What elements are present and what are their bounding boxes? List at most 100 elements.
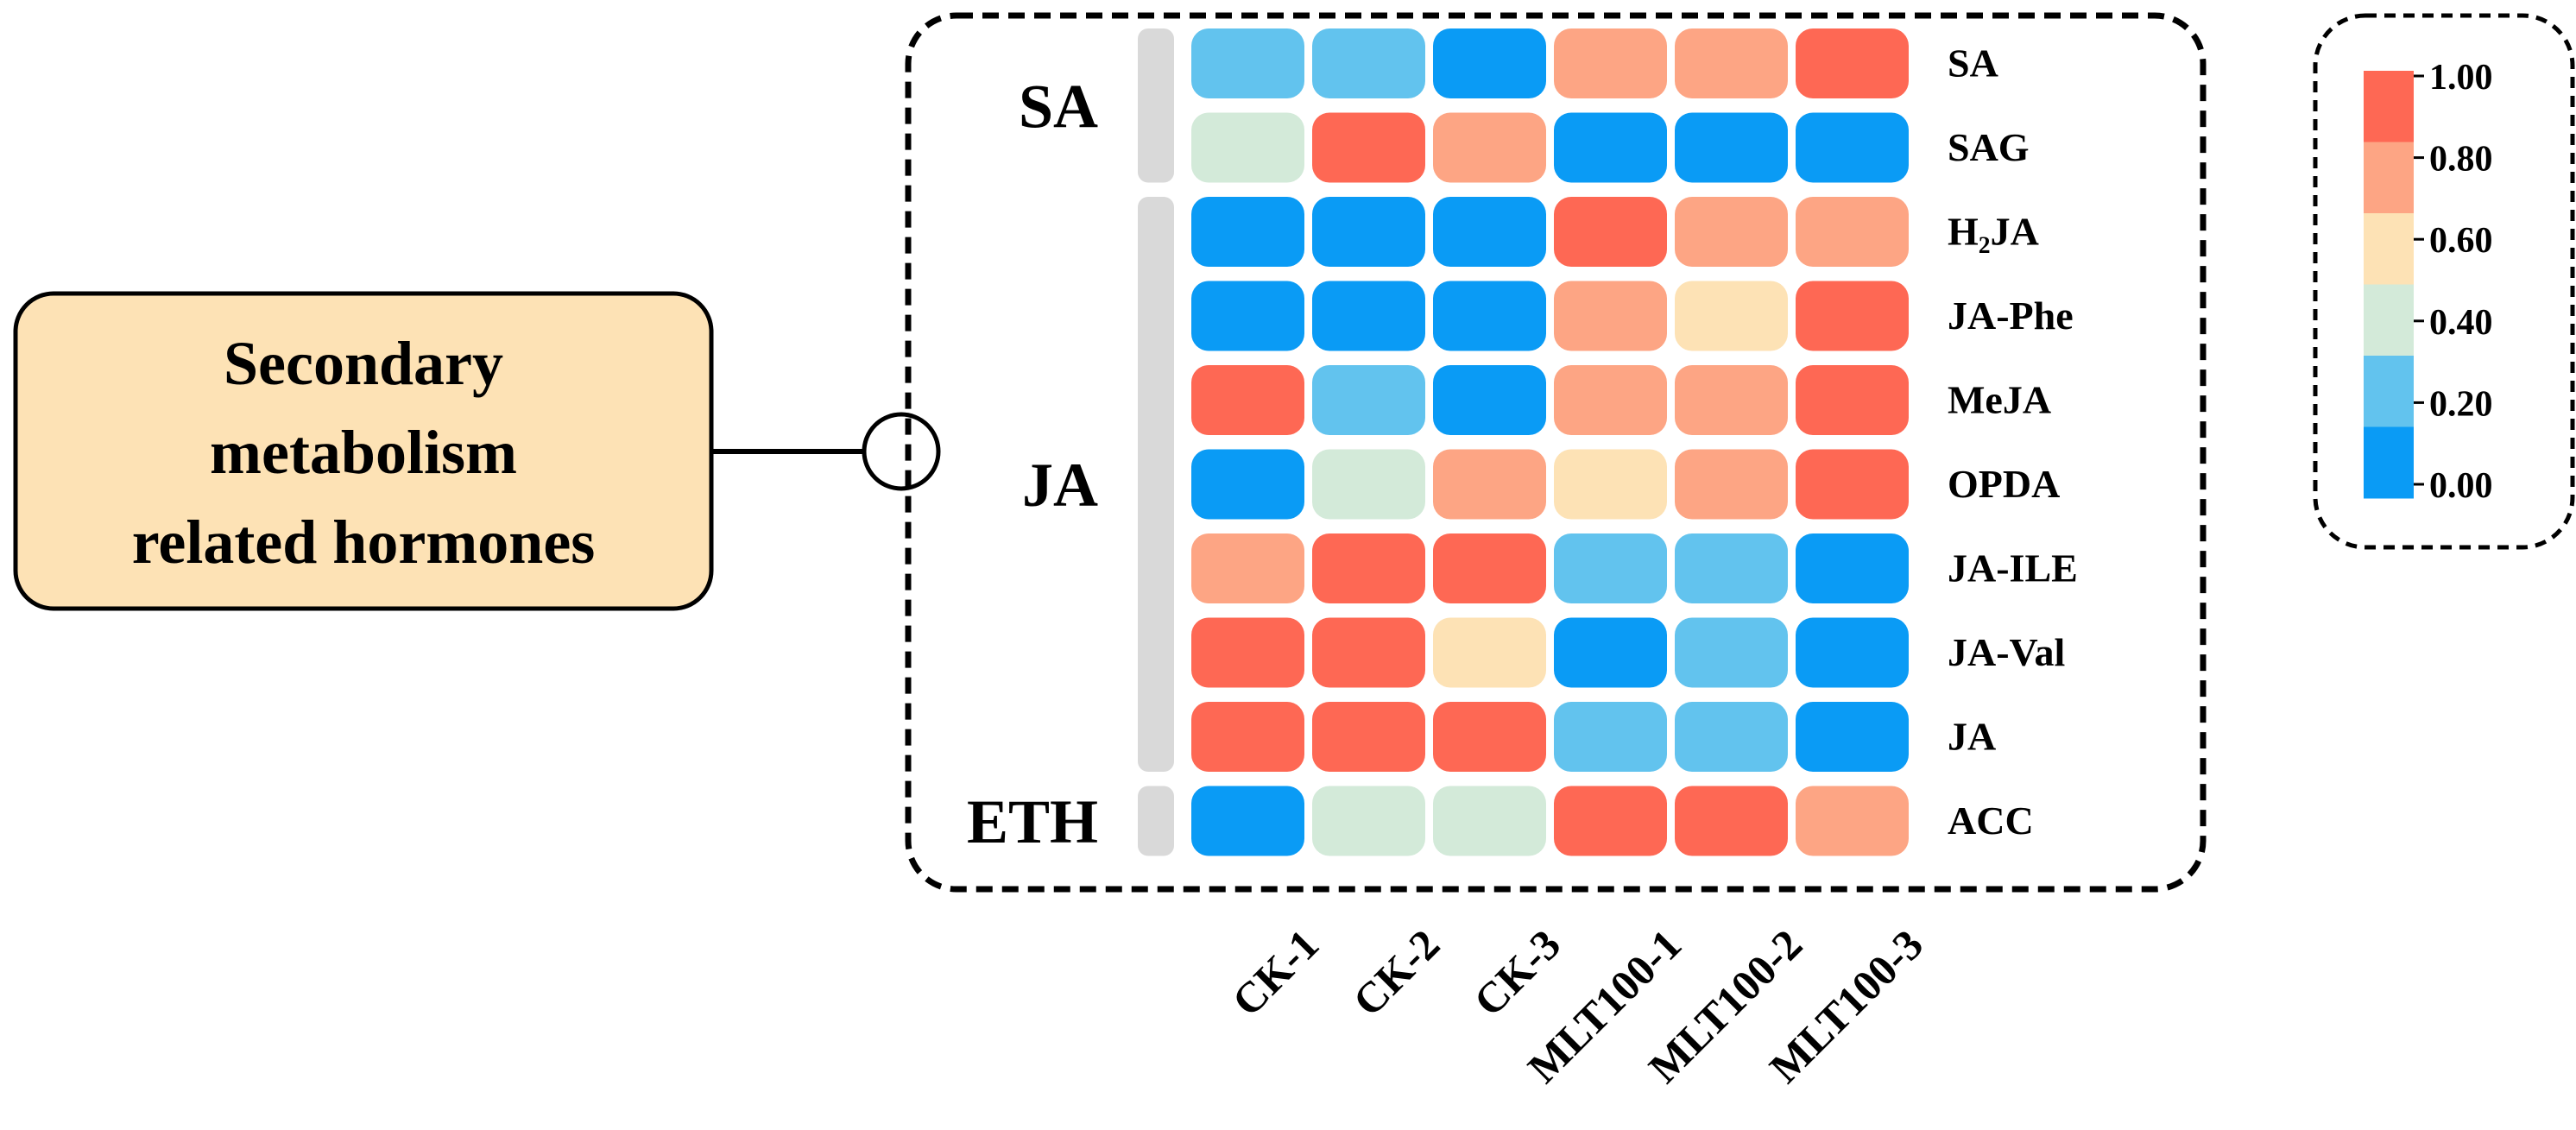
heatmap-cell-0-0: [1191, 28, 1304, 98]
heatmap-cell-7-0: [1191, 617, 1304, 688]
heatmap-cell-3-0: [1191, 281, 1304, 351]
column-label-2: CK-3: [1464, 920, 1569, 1026]
heatmap-cell-7-2: [1433, 617, 1546, 688]
group-labels: SA JA ETH: [967, 72, 1098, 856]
heatmap-cell-5-4: [1675, 449, 1788, 520]
heatmap-cell-6-4: [1675, 533, 1788, 603]
heatmap-cell-7-3: [1554, 617, 1667, 688]
legend-tick-label-3: 0.40: [2429, 303, 2493, 343]
heatmap-frame: [905, 12, 2207, 893]
heatmap-cell-4-1: [1312, 365, 1425, 435]
row-label-8: JA: [1948, 715, 1996, 759]
row-label-2: H₂JA: [1948, 210, 2039, 254]
heatmap-cells: [1191, 28, 1909, 856]
group-bar-ja: [1138, 197, 1174, 772]
row-label-7: JA-Val: [1948, 630, 2065, 674]
heatmap-cell-7-5: [1796, 617, 1909, 688]
legend-tick-label-0: 1.00: [2429, 58, 2493, 98]
heatmap-cell-5-3: [1554, 449, 1667, 520]
legend-swatch-1: [2364, 142, 2414, 214]
heatmap-cell-6-5: [1796, 533, 1909, 603]
heatmap-cell-1-4: [1675, 112, 1788, 183]
group-bar-sa: [1138, 28, 1174, 183]
color-legend: 1.00 0.80 0.60 0.40 0.20 0.00: [2364, 58, 2493, 506]
heatmap-cell-1-2: [1433, 112, 1546, 183]
heatmap-cell-9-3: [1554, 786, 1667, 856]
heatmap-cell-2-5: [1796, 197, 1909, 267]
heatmap-cell-1-3: [1554, 112, 1667, 183]
heatmap-cell-9-1: [1312, 786, 1425, 856]
group-label-ja: JA: [1022, 451, 1098, 520]
title-box-rect: [13, 291, 714, 611]
group-bars: [1138, 28, 1174, 856]
heatmap-cell-2-0: [1191, 197, 1304, 267]
heatmap-cell-8-3: [1554, 702, 1667, 772]
heatmap-cell-3-3: [1554, 281, 1667, 351]
heatmap-cell-2-3: [1554, 197, 1667, 267]
heatmap-cell-8-0: [1191, 702, 1304, 772]
heatmap-cell-9-4: [1675, 786, 1788, 856]
group-bar-eth: [1138, 786, 1174, 856]
heatmap-cell-0-2: [1433, 28, 1546, 98]
legend-frame: [2313, 13, 2575, 550]
row-label-6: JA-ILE: [1948, 546, 2078, 590]
row-label-5: OPDA: [1948, 462, 2060, 506]
title-line-3: related hormones: [132, 508, 596, 577]
row-label-3: JA-Phe: [1948, 294, 2074, 338]
heatmap-cell-7-4: [1675, 617, 1788, 688]
column-label-0: CK-1: [1222, 920, 1328, 1026]
heatmap-cell-9-2: [1433, 786, 1546, 856]
legend-tick-label-2: 0.60: [2429, 221, 2493, 261]
connector-circle: [862, 412, 941, 491]
row-label-4: MeJA: [1948, 378, 2051, 422]
title-line-2: metabolism: [210, 418, 517, 487]
heatmap-cell-6-2: [1433, 533, 1546, 603]
heatmap-cell-0-4: [1675, 28, 1788, 98]
legend-swatch-5: [2364, 426, 2414, 499]
heatmap-cell-0-1: [1312, 28, 1425, 98]
group-label-sa: SA: [1019, 72, 1098, 141]
heatmap-cell-8-2: [1433, 702, 1546, 772]
heatmap-cell-2-1: [1312, 197, 1425, 267]
heatmap-cell-7-1: [1312, 617, 1425, 688]
group-label-eth: ETH: [967, 787, 1098, 856]
row-label-9: ACC: [1948, 799, 2034, 843]
heatmap-cell-8-1: [1312, 702, 1425, 772]
title-box: Secondary metabolism related hormones: [13, 291, 714, 611]
heatmap-cell-2-4: [1675, 197, 1788, 267]
legend-tick-label-5: 0.00: [2429, 466, 2493, 506]
heatmap-cell-2-2: [1433, 197, 1546, 267]
row-label-1: SAG: [1948, 125, 2030, 169]
heatmap-cell-9-0: [1191, 786, 1304, 856]
heatmap-cell-4-0: [1191, 365, 1304, 435]
heatmap-cell-8-4: [1675, 702, 1788, 772]
heatmap-cell-1-5: [1796, 112, 1909, 183]
heatmap-cell-9-5: [1796, 786, 1909, 856]
heatmap-cell-3-4: [1675, 281, 1788, 351]
heatmap-cell-8-5: [1796, 702, 1909, 772]
heatmap-cell-1-1: [1312, 112, 1425, 183]
heatmap-cell-5-2: [1433, 449, 1546, 520]
heatmap-cell-4-2: [1433, 365, 1546, 435]
heatmap-cell-4-5: [1796, 365, 1909, 435]
heatmap-cell-6-3: [1554, 533, 1667, 603]
heatmap-cell-3-1: [1312, 281, 1425, 351]
heatmap-cell-3-2: [1433, 281, 1546, 351]
legend-tick-label-4: 0.20: [2429, 384, 2493, 424]
heatmap-cell-6-0: [1191, 533, 1304, 603]
legend-tick-label-1: 0.80: [2429, 140, 2493, 180]
heatmap-cell-3-5: [1796, 281, 1909, 351]
legend-swatch-0: [2364, 71, 2414, 142]
heatmap-cell-4-3: [1554, 365, 1667, 435]
legend-swatch-4: [2364, 356, 2414, 427]
heatmap-cell-4-4: [1675, 365, 1788, 435]
legend-swatch-2: [2364, 213, 2414, 285]
title-line-1: Secondary: [224, 329, 503, 398]
heatmap-cell-0-5: [1796, 28, 1909, 98]
legend-swatch-3: [2364, 284, 2414, 357]
column-label-1: CK-2: [1343, 920, 1449, 1026]
heatmap-cell-5-1: [1312, 449, 1425, 520]
